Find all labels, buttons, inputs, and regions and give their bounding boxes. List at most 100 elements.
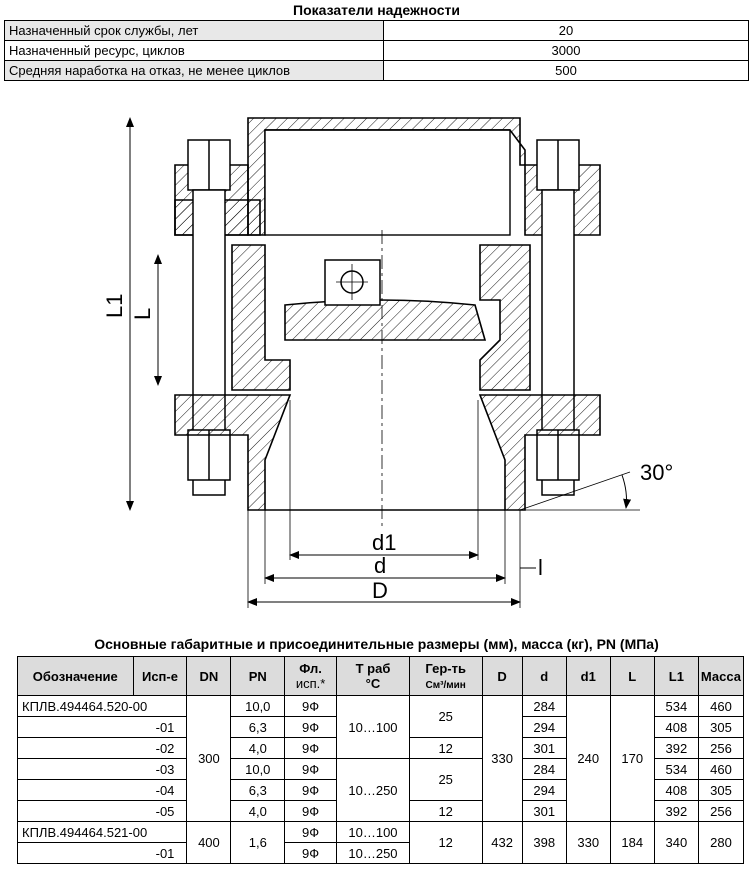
reliability-title: Показатели надежности [293, 2, 460, 18]
col-flange-line2: исп.* [295, 676, 326, 691]
cell-mass: 280 [697, 821, 745, 864]
cell-L: 184 [609, 821, 655, 864]
dim-label-d: d [374, 553, 386, 578]
table-row: -03 10,0 9Ф 10…250 25 284 534 460 [16, 758, 745, 822]
table-row: -04 6,3 9Ф 294 408 305 [16, 779, 745, 801]
cell-mass: 256 [697, 800, 745, 822]
cell-version: -01 [16, 716, 188, 738]
cell-pn: 10,0 [230, 758, 286, 780]
dim-label-l: l [538, 555, 543, 580]
dimensions-title: Основные габаритные и присоединительные … [94, 636, 659, 652]
table-row: Назначенный срок службы, лет 20 [4, 20, 749, 41]
cell-d: 398 [521, 821, 567, 864]
cell-version: -01 [16, 842, 188, 864]
col-flange: Фл.исп.* [284, 656, 338, 696]
dimensions-table: Обозначение Исп-е DN PN Фл.исп.* Т раб°С… [16, 656, 745, 864]
cell-D: 330 [481, 695, 523, 822]
cell-fl: 9Ф [284, 737, 338, 759]
col-leak-line1: Гер-ть [425, 661, 466, 676]
col-version: Исп-е [132, 656, 188, 696]
cell-version: -05 [16, 800, 188, 822]
reliability-label: Средняя наработка на отказ, не менее цик… [4, 60, 384, 81]
cell-pn: 6,3 [230, 716, 286, 738]
table-row: -01 6,3 9Ф 294 408 305 [16, 716, 745, 738]
valve-cross-section-drawing: L1 L d1 d D l 30° [102, 117, 673, 608]
cell-temp: 10…250 [336, 758, 410, 822]
table-row: Средняя наработка на отказ, не менее цик… [4, 60, 749, 81]
bottom-flange [174, 394, 292, 511]
col-L1: L1 [653, 656, 699, 696]
cell-mass: 256 [697, 737, 745, 759]
reliability-table: Назначенный срок службы, лет 20 Назначен… [4, 20, 749, 81]
cell-L1: 534 [653, 758, 699, 780]
cell-designation: КПЛВ.494464.521-00 [16, 821, 188, 843]
cell-dn: 300 [186, 695, 232, 822]
cell-pn: 1,6 [230, 821, 286, 864]
col-dn: DN [186, 656, 232, 696]
cell-temp: 10…250 [336, 842, 410, 864]
table-row: Назначенный ресурс, циклов 3000 [4, 40, 749, 61]
cell-fl: 9Ф [284, 716, 338, 738]
cell-L1: 408 [653, 716, 699, 738]
cell-L1: 392 [653, 800, 699, 822]
cell-fl: 9Ф [284, 779, 338, 801]
angle-label: 30° [640, 460, 673, 485]
cell-fl: 9Ф [284, 821, 338, 843]
cell-d: 284 [521, 758, 567, 780]
reliability-label: Назначенный срок службы, лет [4, 20, 384, 41]
bolt-right [536, 139, 580, 496]
col-designation: Обозначение [17, 656, 134, 696]
left-wall [231, 244, 291, 391]
cell-leak: 12 [408, 737, 483, 759]
cell-d: 301 [521, 800, 567, 822]
col-pn: PN [230, 656, 286, 696]
col-L: L [609, 656, 655, 696]
cell-fl: 9Ф [284, 800, 338, 822]
cell-d1: 330 [565, 821, 611, 864]
reliability-value: 3000 [383, 40, 749, 61]
cell-leak: 25 [408, 695, 483, 738]
col-temp: Т раб°С [336, 656, 410, 696]
cell-version: -02 [16, 737, 188, 759]
cell-fl: 9Ф [284, 758, 338, 780]
reliability-label: Назначенный ресурс, циклов [4, 40, 384, 61]
col-d1: d1 [565, 656, 611, 696]
dim-label-L1: L1 [102, 294, 127, 318]
table-row: КПЛВ.494464.520-00 300 10,0 9Ф 10…100 25… [16, 695, 745, 822]
col-leak-line2: См³/мин [425, 680, 466, 691]
cell-d1: 240 [565, 695, 611, 822]
cell-temp: 10…100 [336, 695, 410, 759]
cell-mass: 305 [697, 716, 745, 738]
cell-fl: 9Ф [284, 695, 338, 717]
cell-pn: 4,0 [230, 737, 286, 759]
cell-D: 432 [481, 821, 523, 864]
dim-label-L: L [130, 308, 155, 320]
cell-pn: 6,3 [230, 779, 286, 801]
cell-d: 294 [521, 779, 567, 801]
cell-mass: 305 [697, 779, 745, 801]
cell-pn: 4,0 [230, 800, 286, 822]
cell-leak: 12 [408, 800, 483, 822]
cell-d: 294 [521, 716, 567, 738]
cell-leak: 12 [408, 821, 483, 864]
cell-mass: 460 [697, 695, 745, 717]
dim-label-D: D [372, 578, 388, 603]
col-flange-line1: Фл. [299, 661, 322, 676]
col-D: D [481, 656, 523, 696]
cell-d: 284 [521, 695, 567, 717]
cell-leak: 25 [408, 758, 483, 801]
cell-temp: 10…100 [336, 821, 410, 843]
bottom-flange-right [478, 394, 601, 511]
cell-version: -03 [16, 758, 188, 780]
cell-fl: 9Ф [284, 842, 338, 864]
cell-L1: 408 [653, 779, 699, 801]
col-temp-line2: °С [365, 676, 381, 691]
col-temp-line1: Т раб [355, 661, 391, 676]
dim-label-d1: d1 [372, 530, 396, 555]
cell-L1: 392 [653, 737, 699, 759]
right-wall [479, 244, 531, 391]
cell-dn: 400 [186, 821, 232, 864]
table-row: КПЛВ.494464.521-00 400 1,6 9Ф 10…100 12 … [16, 821, 745, 864]
cell-L1: 340 [653, 821, 699, 864]
